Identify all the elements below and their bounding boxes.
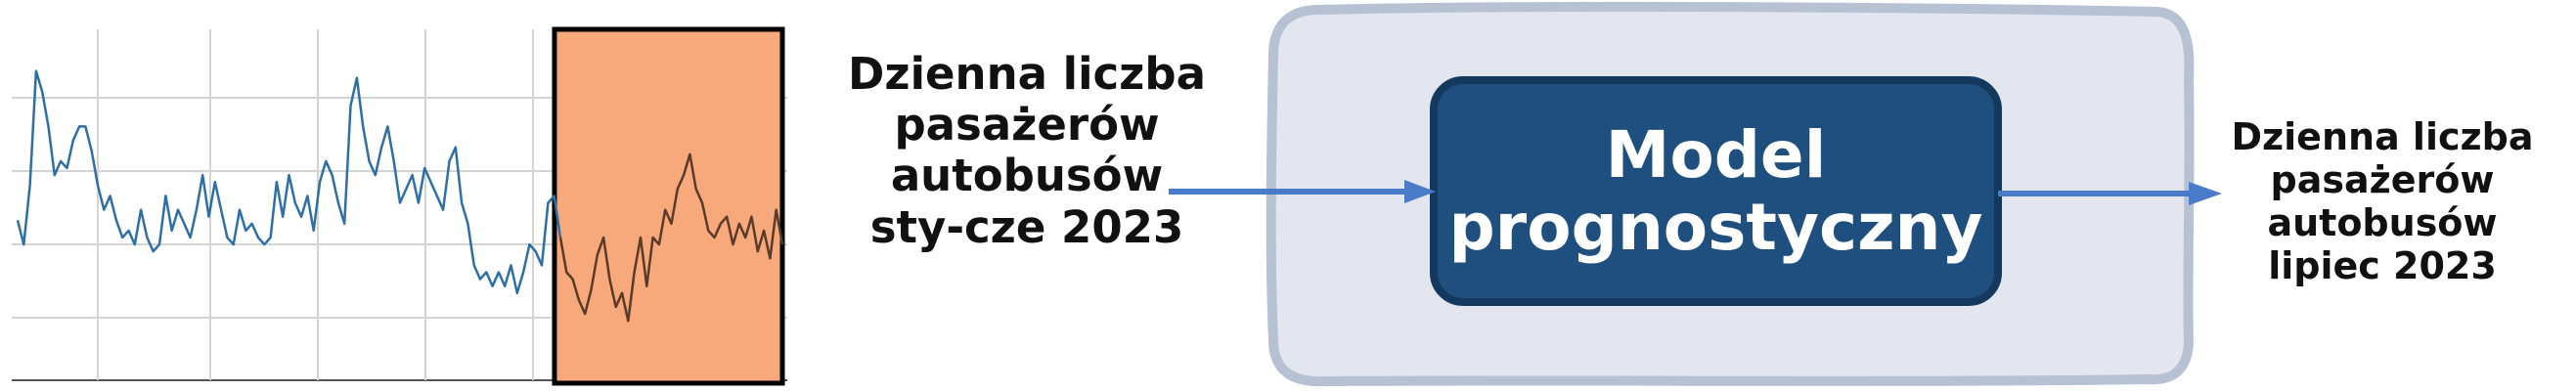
input-arrow <box>1169 180 1436 203</box>
input-label-line: Dzienna liczba <box>848 48 1206 100</box>
output-data-label: Dzienna liczba pasażerów autobusów lipie… <box>2187 115 2576 287</box>
ridership-time-series-chart <box>12 26 787 386</box>
input-label-line: autobusów <box>890 150 1164 202</box>
output-label-line: autobusów <box>2267 201 2498 245</box>
series-line-history <box>16 69 562 295</box>
output-label-line: lipiec 2023 <box>2268 244 2497 288</box>
input-data-label: Dzienna liczba pasażerów autobusów sty-c… <box>782 48 1271 253</box>
input-label-line: sty-cze 2023 <box>869 200 1184 253</box>
output-label-line: Dzienna liczba <box>2231 115 2534 158</box>
model-label-line: prognostyczny <box>1448 189 1983 265</box>
output-arrow <box>1998 182 2222 205</box>
model-label-line: Model <box>1605 116 1827 193</box>
forecast-highlight-region <box>552 26 785 386</box>
output-label-line: pasażerów <box>2270 158 2495 202</box>
input-label-line: pasażerów <box>894 99 1160 152</box>
series-line-highlighted <box>558 152 784 323</box>
model-label: Model prognostyczny <box>1434 80 1998 302</box>
